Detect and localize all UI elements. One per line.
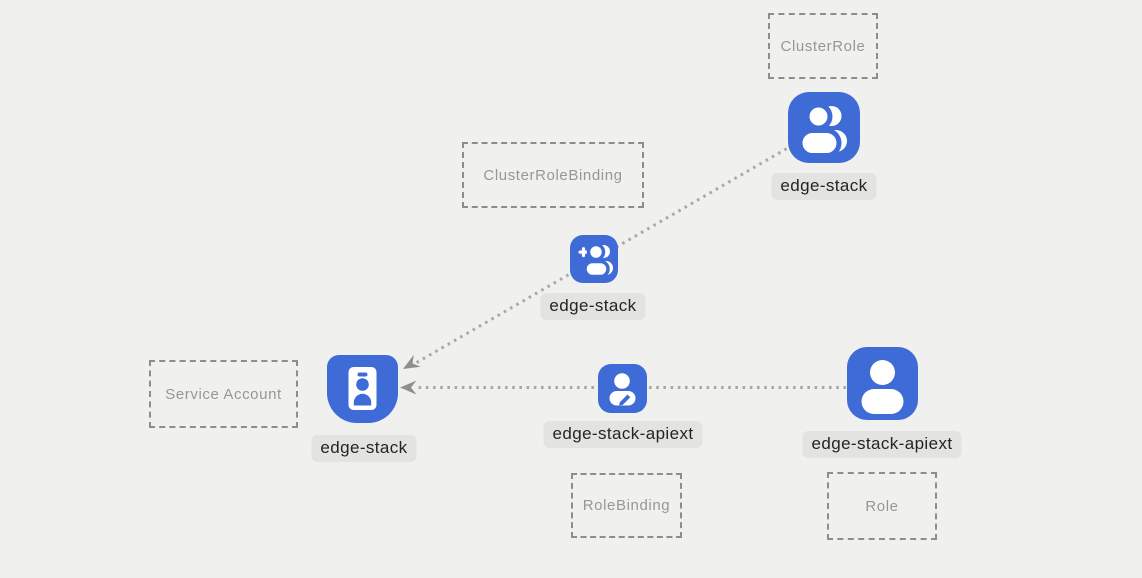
serviceaccount-kind-label: Service Account: [165, 385, 282, 403]
rolebinding-kind-box: RoleBinding: [571, 473, 682, 538]
role-node-label: edge-stack-apiext: [802, 431, 962, 458]
clusterrolebinding-kind-box: ClusterRoleBinding: [462, 142, 644, 208]
clusterrole-kind-label: ClusterRole: [780, 37, 866, 55]
serviceaccount-kind-box: Service Account: [149, 360, 298, 428]
clusterrolebinding-kind-label: ClusterRoleBinding: [483, 166, 623, 184]
id-badge-icon: [327, 355, 398, 423]
users-icon: [788, 92, 860, 163]
arrowhead-horizontal: [400, 380, 417, 395]
clusterrolebinding-node[interactable]: [570, 235, 618, 283]
clusterrole-node-label: edge-stack: [771, 173, 877, 200]
serviceaccount-node-label: edge-stack: [311, 435, 417, 462]
role-kind-label: Role: [865, 497, 899, 515]
role-kind-box: Role: [827, 472, 937, 540]
clusterrolebinding-node-label: edge-stack: [540, 293, 646, 320]
rolebinding-node-label: edge-stack-apiext: [543, 421, 703, 448]
user-plus-icon: [570, 235, 618, 283]
role-node[interactable]: [847, 347, 918, 420]
rolebinding-kind-label: RoleBinding: [582, 497, 671, 514]
serviceaccount-node[interactable]: [327, 355, 398, 423]
rolebinding-node[interactable]: [598, 364, 647, 413]
arrowhead-diagonal: [403, 354, 421, 369]
user-icon: [847, 347, 918, 420]
clusterrole-node[interactable]: [788, 92, 860, 163]
user-edit-icon: [598, 364, 647, 413]
clusterrole-kind-box: ClusterRole: [768, 13, 878, 79]
